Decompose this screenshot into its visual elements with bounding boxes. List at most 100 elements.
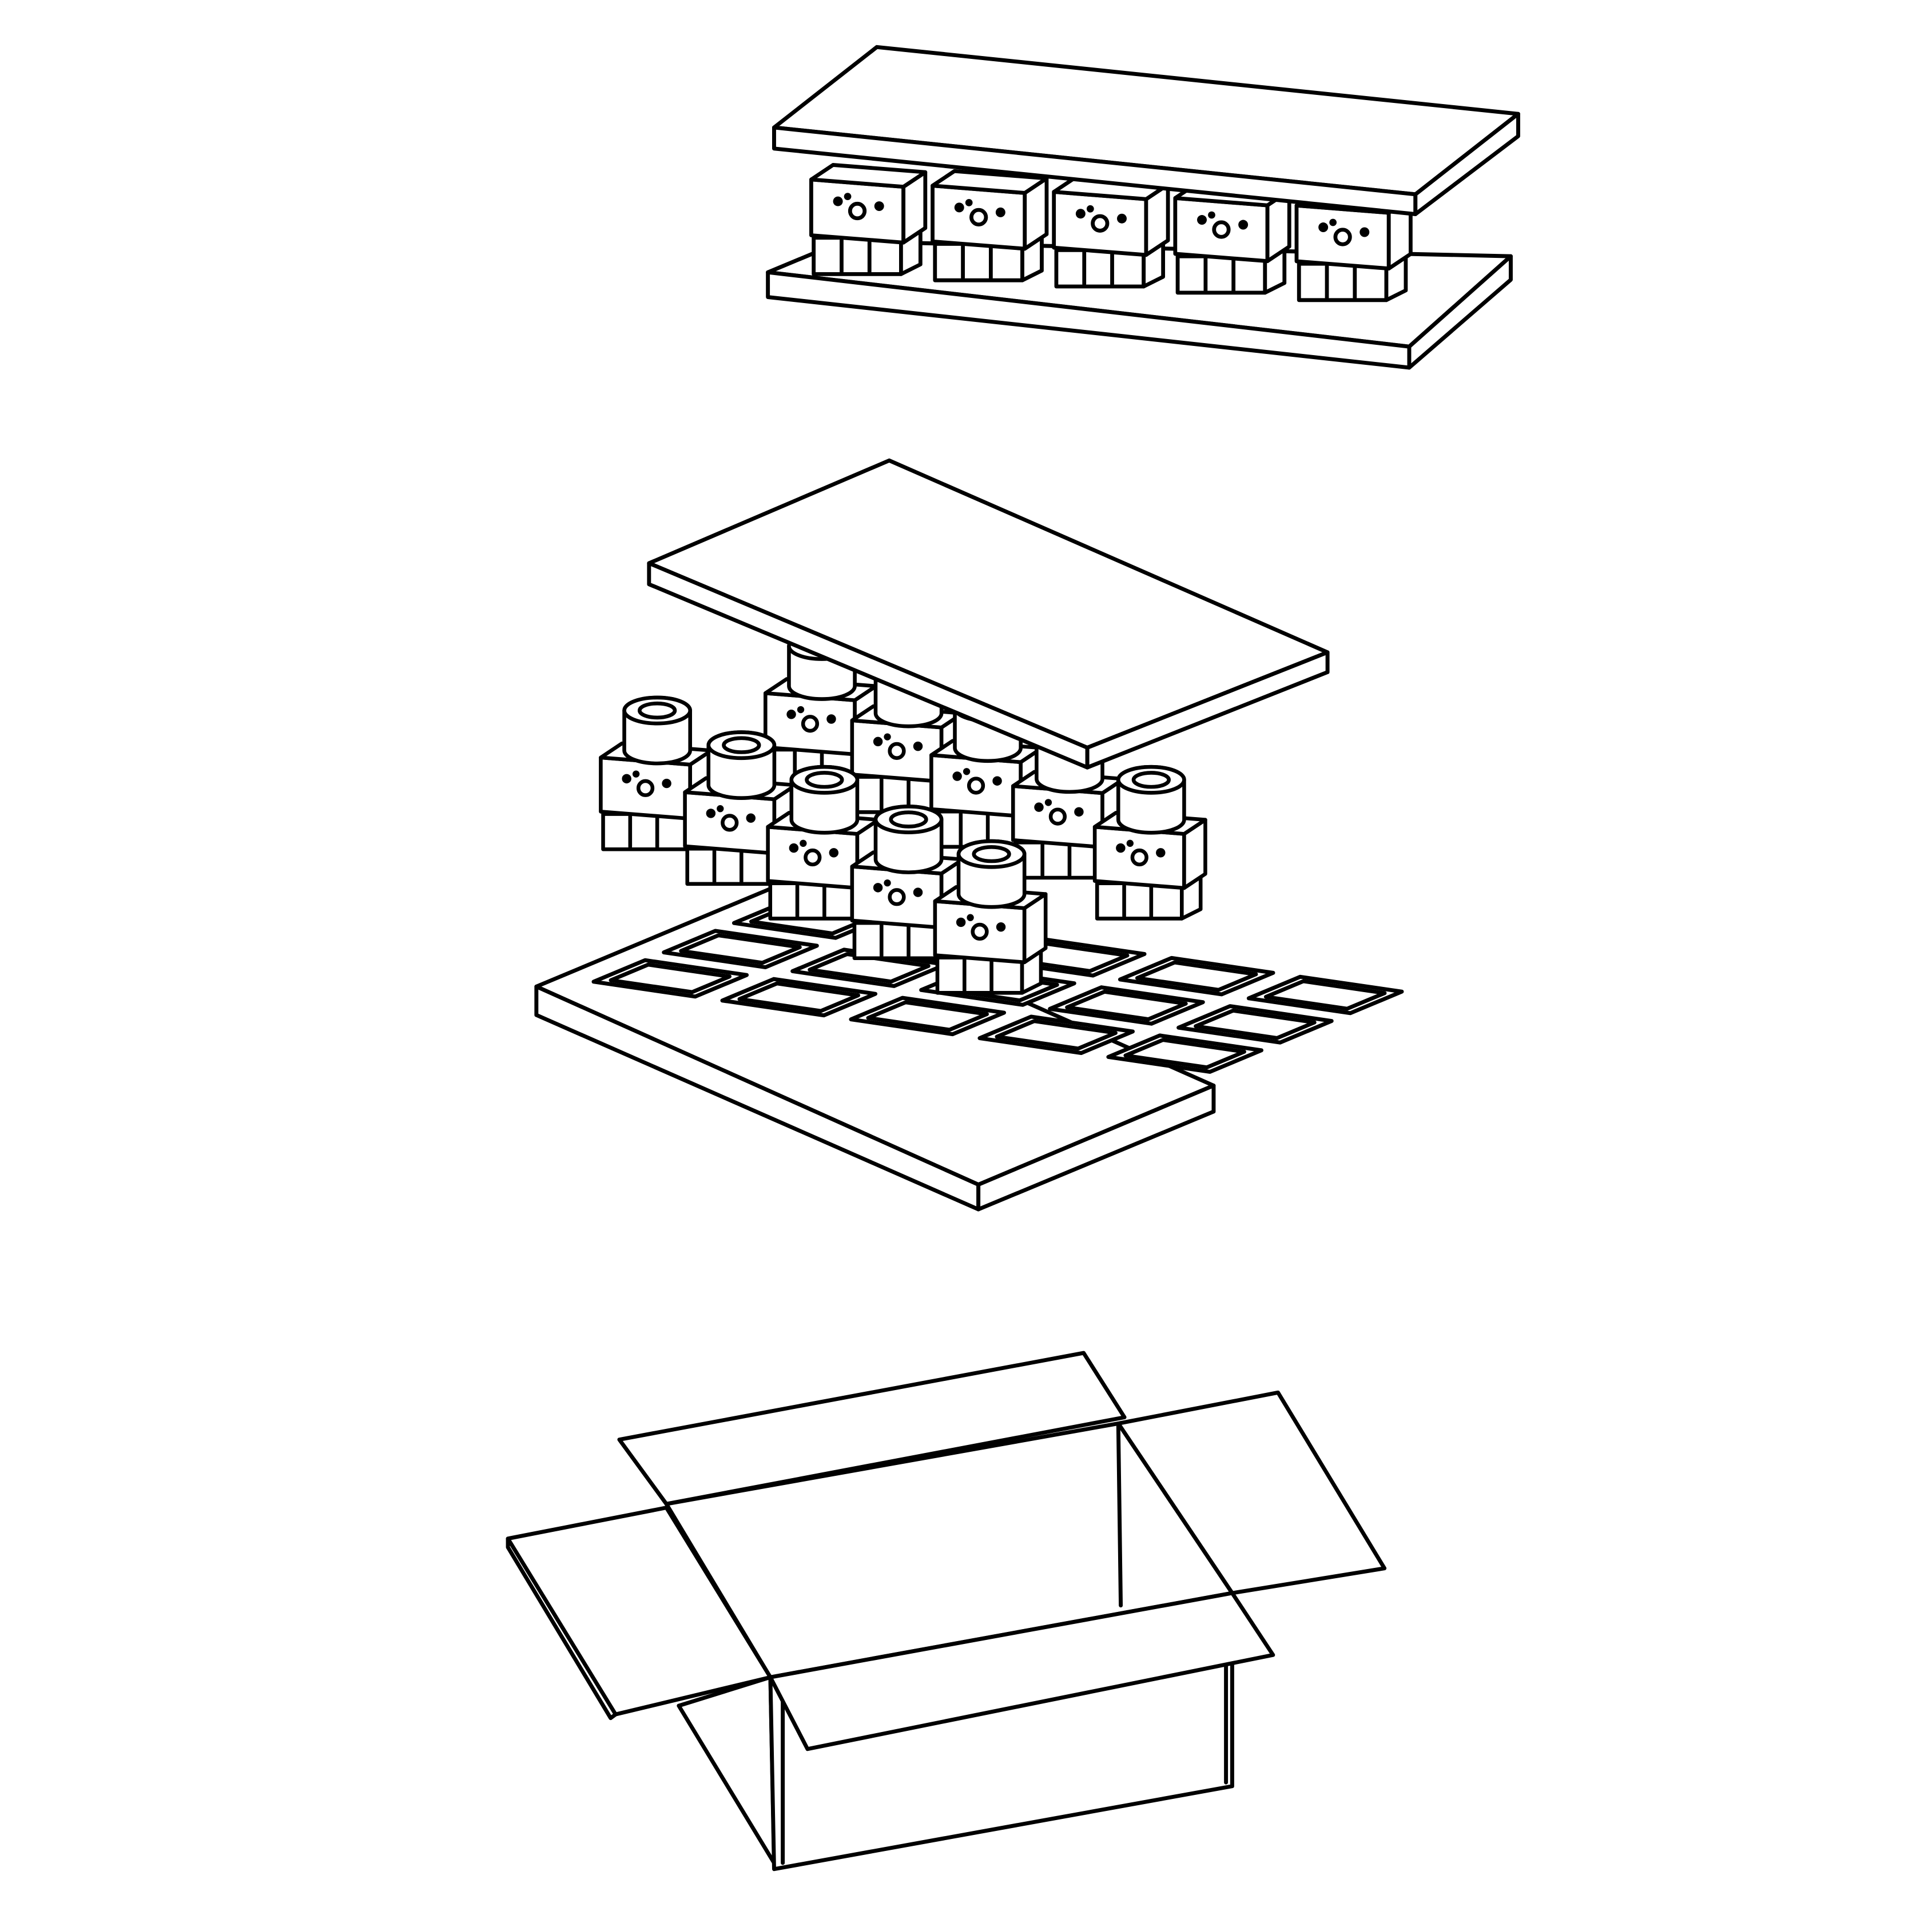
tray-pocket bbox=[849, 996, 1007, 1037]
port-dot bbox=[833, 196, 843, 206]
open-carton-box bbox=[506, 1351, 1387, 1872]
port-dot bbox=[786, 710, 796, 719]
port-dot bbox=[1074, 807, 1084, 817]
tray-pocket bbox=[1246, 974, 1404, 1016]
port-dot bbox=[1197, 215, 1207, 225]
port-dot bbox=[1126, 839, 1134, 847]
abs-module bbox=[809, 163, 928, 276]
port-hole bbox=[801, 715, 820, 733]
port-dot bbox=[1086, 205, 1094, 213]
port-dot bbox=[717, 805, 724, 813]
cylinder-ring bbox=[972, 845, 1011, 863]
port-dot bbox=[965, 199, 973, 206]
port-dot bbox=[800, 839, 807, 847]
top-plate bbox=[772, 45, 1520, 216]
port-hole bbox=[888, 742, 906, 760]
port-hole bbox=[848, 201, 867, 221]
cover-plate bbox=[647, 458, 1330, 770]
port-dot bbox=[1238, 220, 1249, 230]
port-dot bbox=[913, 887, 923, 897]
port-dot bbox=[995, 207, 1005, 217]
port-dot bbox=[884, 733, 891, 740]
cylinder-ring bbox=[1131, 771, 1171, 789]
tray-pocket-inner bbox=[1194, 1008, 1317, 1040]
cylinder-ring bbox=[722, 736, 761, 754]
tray-pocket-inner bbox=[995, 1019, 1118, 1051]
port-dot bbox=[1034, 802, 1044, 812]
tray-pocket bbox=[1048, 985, 1205, 1026]
port-dot bbox=[662, 778, 671, 789]
cylinder-ring bbox=[637, 701, 677, 720]
port-dot bbox=[826, 714, 836, 724]
abs-module bbox=[933, 839, 1048, 995]
port-hole bbox=[1333, 228, 1352, 246]
port-dot bbox=[1156, 848, 1166, 858]
port-dot bbox=[952, 771, 962, 781]
port-dot bbox=[706, 809, 716, 818]
abs-module bbox=[1092, 765, 1207, 921]
port-dot bbox=[992, 776, 1002, 786]
tray-pocket-inner bbox=[1263, 979, 1387, 1011]
port-dot bbox=[1116, 843, 1126, 853]
tray-pocket bbox=[662, 929, 819, 969]
tray-pocket bbox=[977, 1014, 1135, 1056]
port-hole bbox=[971, 922, 989, 941]
port-dot bbox=[963, 768, 971, 775]
tray-pocket-inner bbox=[866, 1000, 989, 1032]
port-dot bbox=[1329, 218, 1337, 226]
tray-pocket bbox=[1118, 955, 1275, 997]
port-dot bbox=[996, 922, 1006, 932]
tray-pocket-inner bbox=[737, 981, 860, 1013]
cylinder-ring bbox=[889, 810, 928, 829]
tray-pocket-inner bbox=[1065, 989, 1188, 1021]
tray-pocket-inner bbox=[609, 962, 732, 994]
port-hole bbox=[1048, 807, 1067, 826]
tray-pocket-inner bbox=[679, 933, 802, 965]
port-dot bbox=[967, 914, 974, 921]
port-hole bbox=[636, 779, 655, 797]
port-dot bbox=[874, 201, 884, 212]
port-hole bbox=[804, 848, 822, 867]
tray-pocket bbox=[1176, 1004, 1334, 1045]
port-dot bbox=[1318, 222, 1329, 233]
tray-pocket bbox=[720, 977, 878, 1018]
cylinder-ring bbox=[805, 771, 844, 789]
module-base bbox=[1297, 261, 1389, 302]
port-hole bbox=[1212, 220, 1231, 239]
port-dot bbox=[1044, 799, 1052, 806]
port-hole bbox=[888, 888, 906, 906]
packed-assembly bbox=[766, 45, 1520, 370]
box-front-side bbox=[677, 1675, 776, 1865]
exploded-assembly bbox=[534, 458, 1404, 1212]
port-dot bbox=[873, 883, 883, 893]
port-dot bbox=[956, 917, 966, 927]
port-dot bbox=[632, 770, 640, 778]
port-dot bbox=[1117, 213, 1127, 224]
port-dot bbox=[884, 879, 891, 887]
port-hole bbox=[721, 814, 739, 832]
module-base bbox=[1175, 254, 1267, 295]
port-dot bbox=[844, 193, 852, 200]
port-dot bbox=[797, 706, 805, 714]
body-top bbox=[809, 163, 928, 189]
port-hole bbox=[967, 777, 985, 795]
tray-pocket-inner bbox=[1123, 1038, 1246, 1070]
port-hole bbox=[1091, 214, 1110, 233]
port-dot bbox=[622, 774, 631, 784]
packed-modules bbox=[809, 163, 1413, 302]
port-hole bbox=[1130, 848, 1148, 867]
tray-pocket-inner bbox=[1135, 960, 1258, 992]
port-dot bbox=[954, 202, 964, 213]
back-flap bbox=[617, 1351, 1127, 1506]
port-dot bbox=[1359, 227, 1370, 237]
tray-pocket-inner bbox=[808, 952, 931, 984]
front-flap bbox=[768, 1591, 1275, 1751]
port-dot bbox=[913, 741, 923, 751]
port-dot bbox=[746, 813, 756, 823]
port-dot bbox=[1208, 211, 1215, 219]
port-hole bbox=[969, 208, 988, 226]
module-base bbox=[852, 921, 941, 961]
tray-pocket bbox=[1106, 1033, 1263, 1074]
